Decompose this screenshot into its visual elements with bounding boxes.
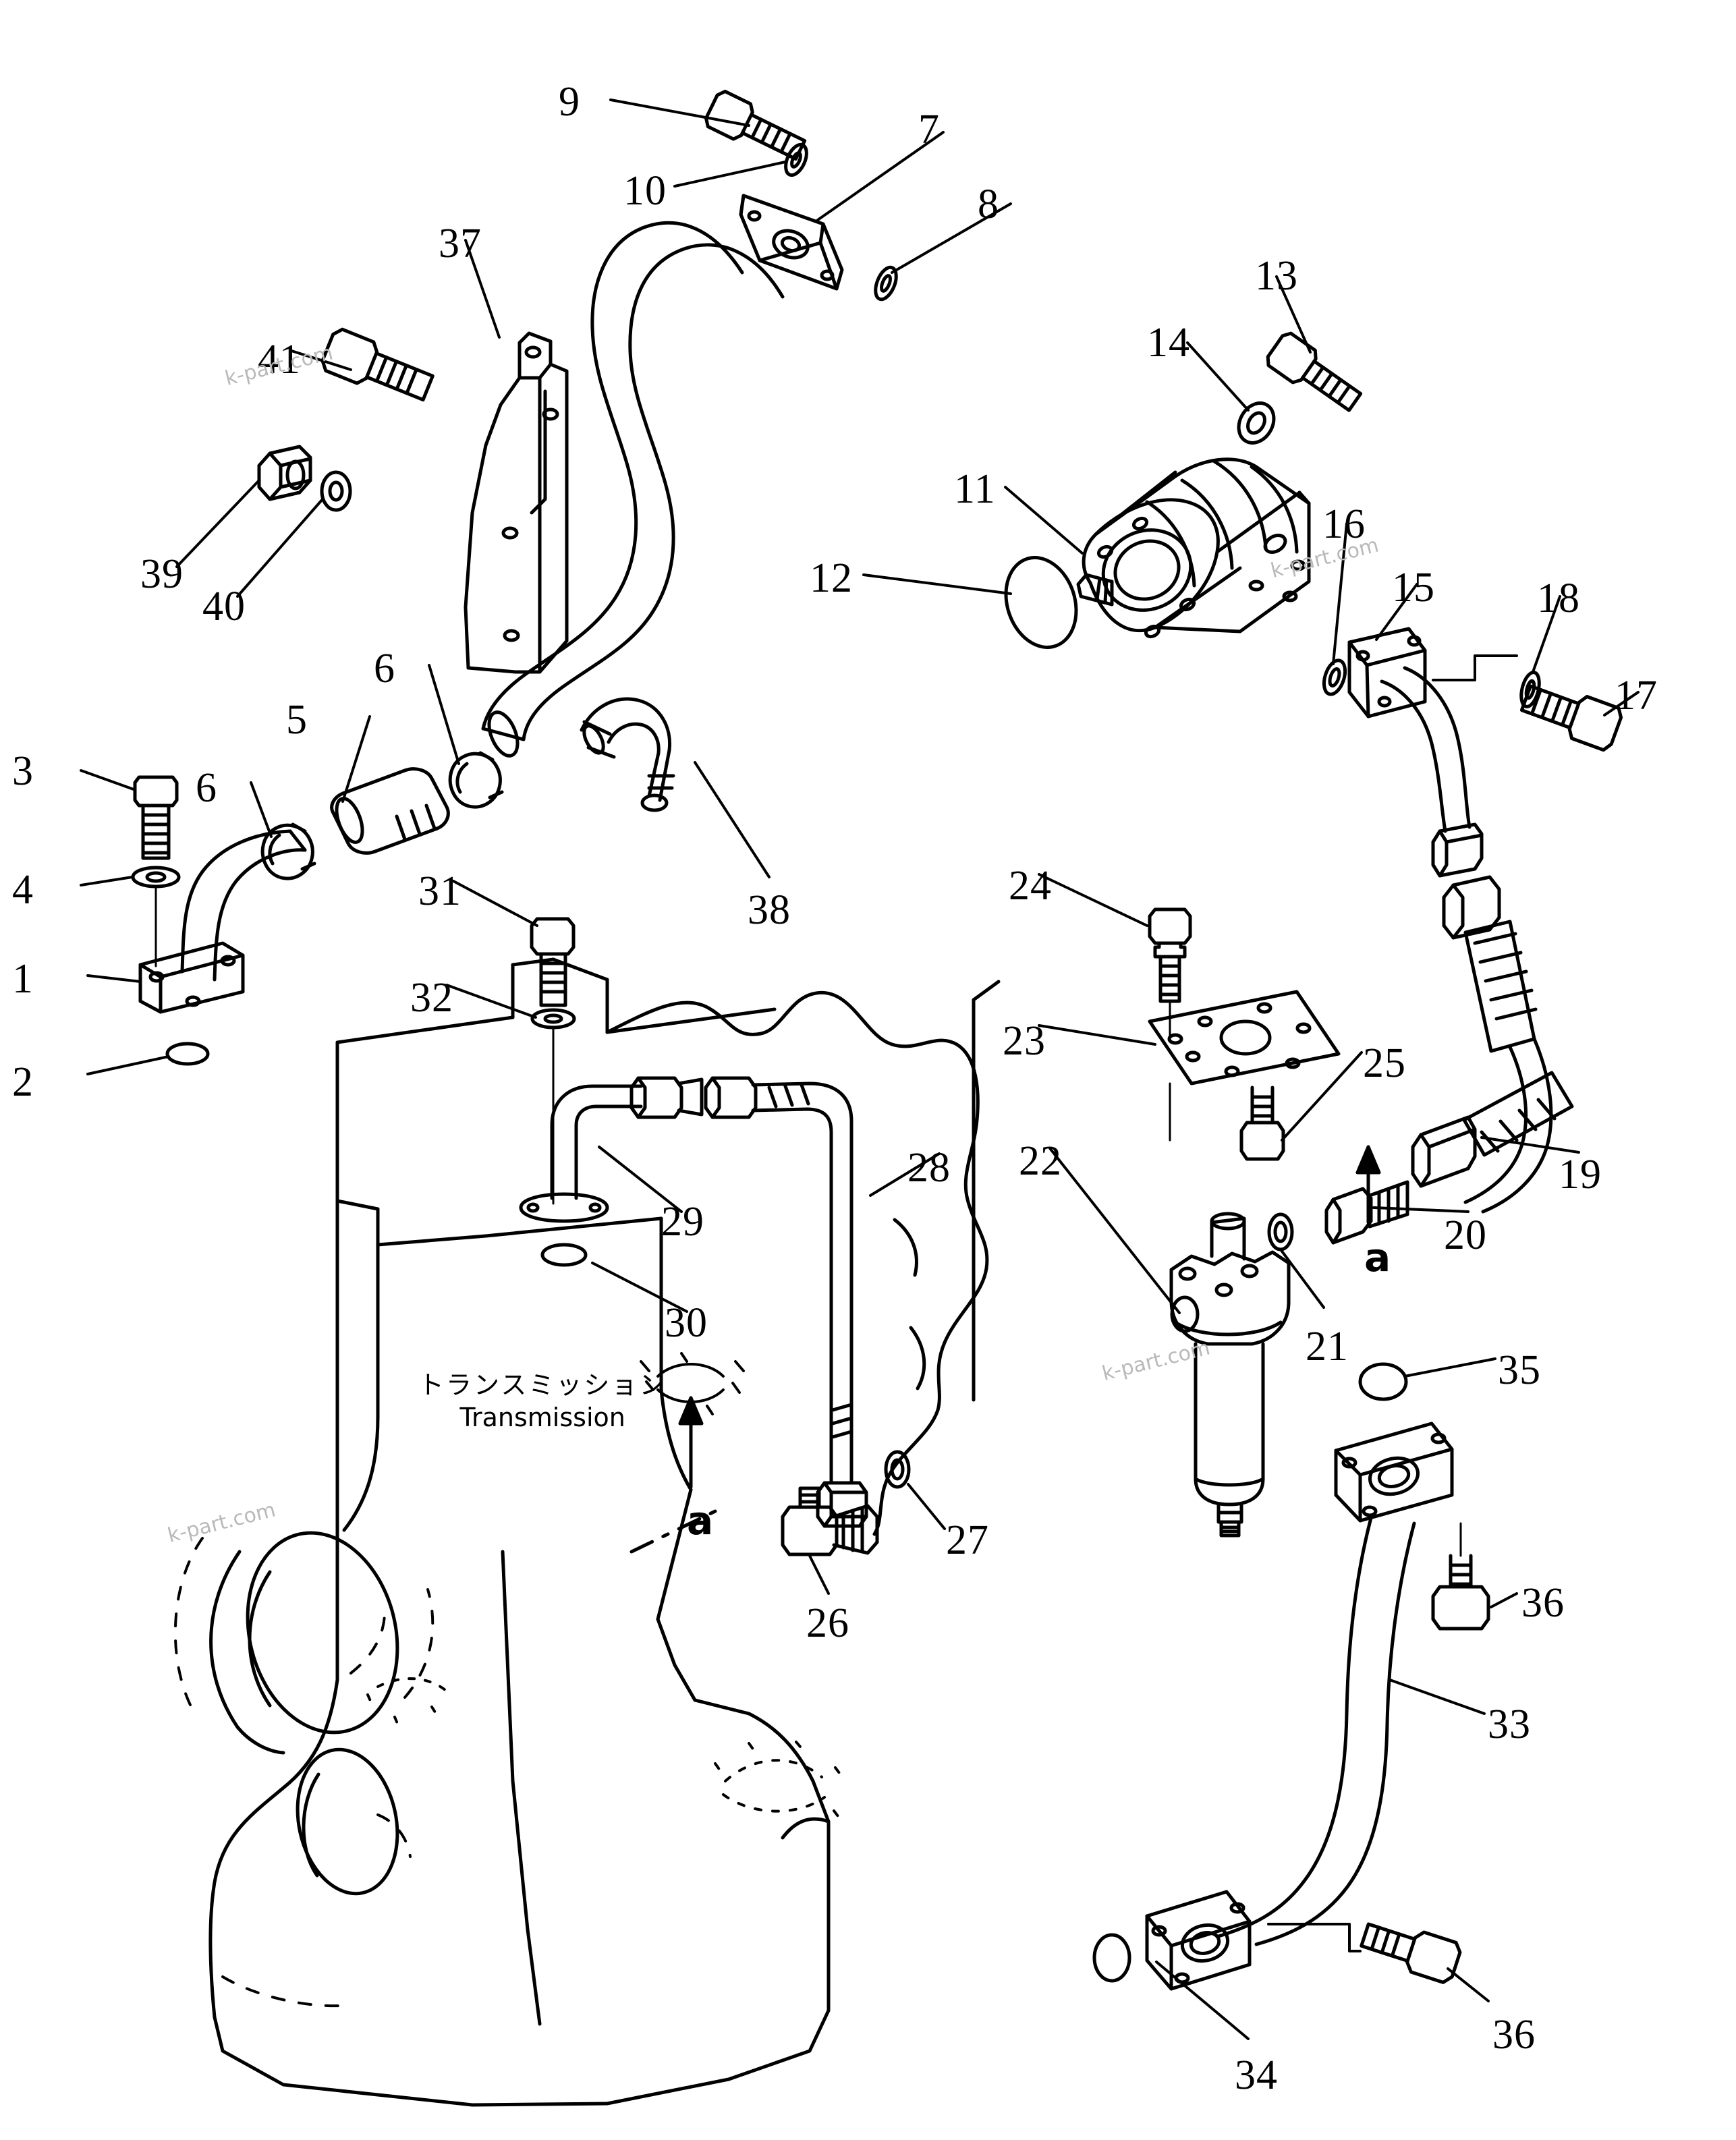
- bolt-36-upper: [1431, 1554, 1490, 1631]
- callout-3: 3: [12, 748, 34, 794]
- callout-7: 7: [918, 107, 940, 152]
- nut-39: [257, 445, 312, 501]
- bolt-25: [1239, 1086, 1285, 1161]
- callout-17: 17: [1615, 673, 1658, 719]
- o-ring-8: [874, 265, 898, 302]
- hose-clamp-6a: [260, 822, 316, 880]
- callout-36a: 36: [1521, 1580, 1565, 1626]
- callout-22: 22: [1019, 1138, 1062, 1184]
- o-ring-21: [1267, 1212, 1294, 1251]
- return-pipe-33: [1145, 1421, 1454, 1991]
- callout-40: 40: [202, 584, 246, 629]
- callout-10: 10: [623, 168, 667, 214]
- hose-clamp-6b: [448, 751, 504, 809]
- washer-32: [530, 1008, 576, 1030]
- mounting-plate-23: [1148, 990, 1341, 1086]
- callout-36b: 36: [1492, 2012, 1536, 2058]
- section-mark-a-left: a: [687, 1498, 714, 1544]
- gear-pump-11: [1076, 457, 1311, 639]
- callout-30: 30: [665, 1300, 708, 1346]
- bolt-9: [704, 90, 807, 161]
- callout-19: 19: [1559, 1152, 1602, 1198]
- washer-10: [784, 142, 808, 177]
- transmission-case: [173, 957, 1001, 2107]
- o-ring-12: [1004, 556, 1078, 649]
- washer-40: [320, 470, 352, 512]
- callout-24: 24: [1009, 863, 1052, 909]
- callout-2: 2: [12, 1059, 34, 1105]
- o-ring-34: [1092, 1933, 1131, 1983]
- callout-26: 26: [806, 1600, 849, 1646]
- bolt-31: [530, 917, 576, 1007]
- callout-39: 39: [140, 551, 184, 597]
- o-ring-2: [165, 1042, 210, 1066]
- o-ring-27: [884, 1450, 911, 1489]
- callout-1: 1: [12, 956, 34, 1002]
- bolt-24: [1148, 907, 1192, 1003]
- washer-18: [1519, 671, 1541, 708]
- tube-assembly-29: [519, 1076, 868, 1528]
- o-ring-30: [540, 1243, 588, 1267]
- bolt-3: [133, 775, 179, 860]
- leader-lines: [80, 98, 1640, 2040]
- callout-37: 37: [439, 221, 482, 266]
- suction-pipe-7: [481, 194, 844, 758]
- callout-5: 5: [286, 697, 308, 743]
- washer-14: [1237, 401, 1276, 445]
- section-arrow-a: [629, 1145, 1381, 1554]
- caption-japanese: トランスミッション: [418, 1370, 667, 1400]
- o-ring-35: [1358, 1362, 1408, 1401]
- callout-18: 18: [1537, 575, 1580, 621]
- bolt-36-lower: [1360, 1922, 1462, 1984]
- callout-4: 4: [12, 867, 34, 913]
- callout-34: 34: [1235, 2052, 1278, 2098]
- washer-4: [131, 866, 181, 889]
- o-ring-16: [1322, 658, 1347, 696]
- rubber-sleeve-5: [330, 767, 450, 855]
- suction-tube-assembly: [138, 829, 307, 1014]
- caption-english: Transmission: [459, 1402, 625, 1432]
- transmission-caption: トランスミッション Transmission: [418, 1370, 667, 1434]
- callout-16: 16: [1322, 501, 1366, 547]
- callout-38: 38: [748, 887, 791, 933]
- callout-6a: 6: [196, 765, 217, 811]
- callout-8: 8: [978, 181, 999, 227]
- bolt-13: [1266, 331, 1363, 412]
- callout-23: 23: [1003, 1018, 1046, 1064]
- oil-filter-22: [1169, 1212, 1291, 1538]
- bolt-41: [320, 327, 435, 402]
- callout-21: 21: [1306, 1324, 1349, 1370]
- rubber-elbow-38: [580, 697, 675, 812]
- callout-41: 41: [258, 337, 301, 383]
- mounting-bracket-37: [464, 331, 569, 674]
- callout-13: 13: [1255, 253, 1298, 299]
- callout-29: 29: [661, 1199, 704, 1245]
- callout-32: 32: [410, 975, 453, 1021]
- section-mark-a-right: a: [1364, 1235, 1391, 1280]
- callout-35: 35: [1498, 1347, 1541, 1393]
- callout-9: 9: [559, 79, 580, 125]
- callout-14: 14: [1147, 320, 1190, 366]
- callout-25: 25: [1363, 1040, 1406, 1086]
- callout-31: 31: [418, 868, 461, 914]
- bolt-17: [1519, 684, 1623, 752]
- callout-11: 11: [954, 466, 996, 512]
- callout-12: 12: [810, 555, 853, 601]
- callout-15: 15: [1392, 565, 1435, 611]
- callout-27: 27: [946, 1517, 989, 1563]
- callout-20: 20: [1444, 1212, 1487, 1258]
- hose-end-19: [1411, 1071, 1574, 1188]
- callout-33: 33: [1488, 1701, 1531, 1747]
- callout-28: 28: [907, 1145, 951, 1191]
- callout-6b: 6: [374, 646, 395, 692]
